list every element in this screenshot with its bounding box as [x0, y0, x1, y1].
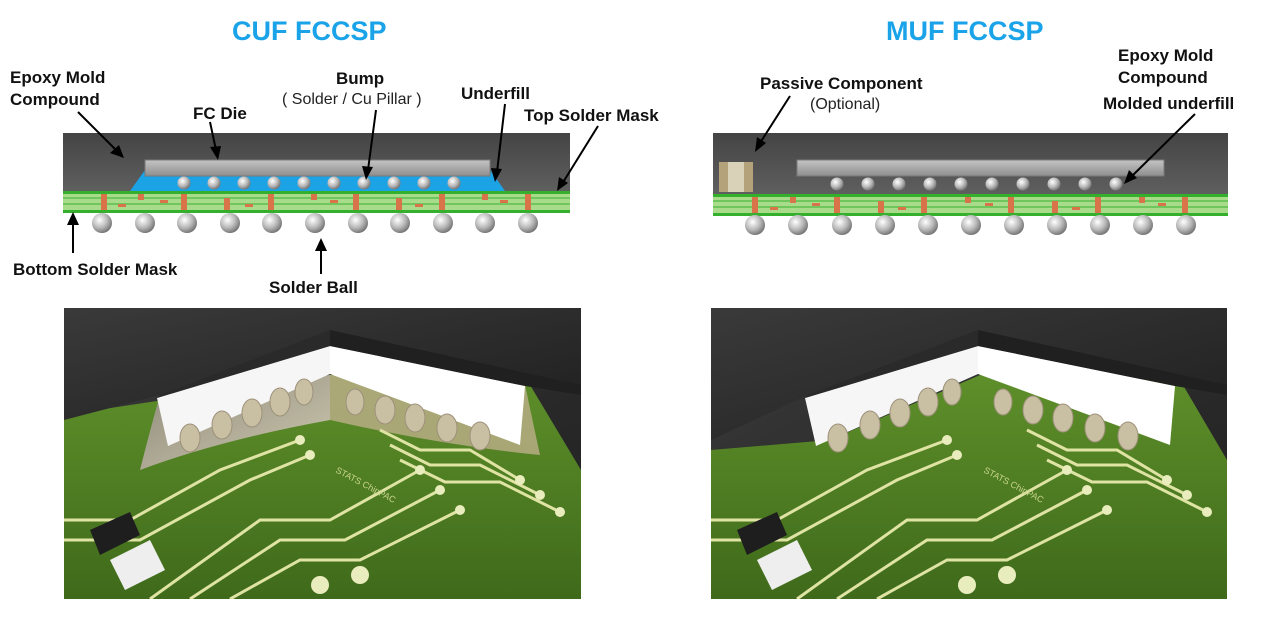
- muf-pointer-arrows: [755, 95, 1196, 184]
- label-molded-underfill: Molded underfill: [1103, 94, 1235, 113]
- arrow-fc-die: [210, 146, 221, 160]
- cuf-solder-balls: [92, 213, 538, 233]
- cuf-copper-vias: [101, 194, 531, 210]
- label-solder-ball: Solder Ball: [269, 278, 358, 297]
- muf-copper-vias: [752, 197, 1188, 213]
- arrow-epoxy-left: [110, 145, 124, 158]
- label-epoxy-mold-left-2: Compound: [10, 90, 100, 109]
- label-underfill: Underfill: [461, 84, 530, 103]
- label-fc-die: FC Die: [193, 104, 247, 123]
- arrow-solder-ball: [315, 238, 327, 251]
- cuf-fc-die: [144, 159, 491, 177]
- label-bump-sub: ( Solder / Cu Pillar ): [282, 91, 422, 108]
- arrow-passive-component: [755, 137, 766, 152]
- muf-title: MUF FCCSP: [886, 16, 1044, 46]
- label-bottom-solder-mask: Bottom Solder Mask: [13, 260, 178, 279]
- muf-bumps: [830, 177, 1123, 191]
- label-epoxy-mold-right-2: Compound: [1118, 68, 1208, 87]
- muf-cross-section: [713, 133, 1228, 235]
- muf-solder-balls: [745, 215, 1196, 235]
- cuf-bumps: [177, 176, 461, 190]
- label-passive-component: Passive Component: [760, 74, 923, 93]
- label-bump: Bump: [336, 69, 385, 88]
- cuf-pointer-arrows: [67, 103, 599, 274]
- label-passive-sub: (Optional): [810, 96, 881, 113]
- label-epoxy-mold-right-1: Epoxy Mold: [1118, 46, 1214, 65]
- cuf-cross-section: [63, 133, 570, 233]
- cuf-render-photo: STATS ChipPAC: [64, 308, 581, 599]
- label-top-solder-mask: Top Solder Mask: [524, 106, 659, 125]
- arrow-bump: [362, 166, 373, 180]
- arrow-underfill: [491, 168, 502, 182]
- arrow-molded-underfill: [1124, 170, 1137, 184]
- arrow-top-solder-mask: [557, 177, 568, 191]
- muf-fc-die: [796, 159, 1165, 177]
- cuf-title: CUF FCCSP: [232, 16, 387, 46]
- arrow-bottom-solder-mask: [67, 212, 79, 225]
- label-epoxy-mold-left-1: Epoxy Mold: [10, 68, 106, 87]
- muf-render-photo: STATS ChipPAC: [711, 308, 1227, 599]
